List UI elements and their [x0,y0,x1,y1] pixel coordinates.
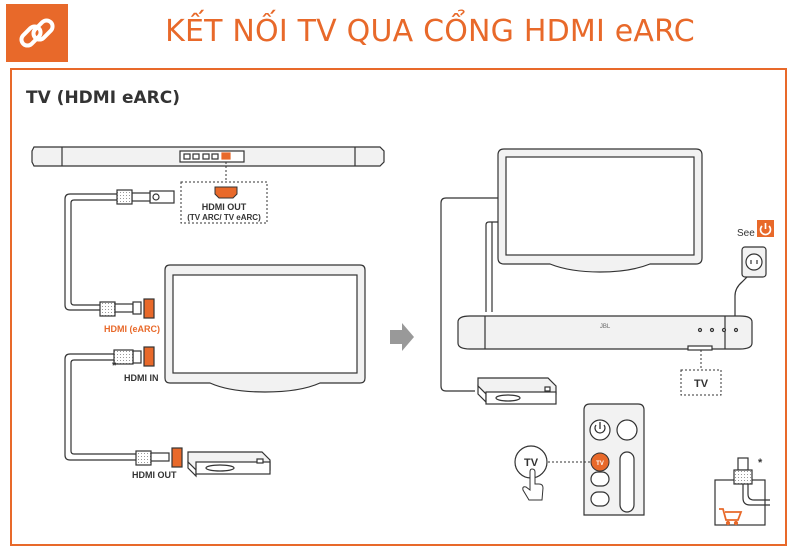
remote-control [583,403,645,516]
hdmi-cable-in [64,346,183,468]
remote-tv-label: TV [524,457,539,469]
asterisk-left: * [112,360,117,372]
remote-tv-key [590,452,610,472]
hdmi-cable-earc [64,189,175,319]
box-out-label: HDMI OUT [132,470,177,480]
remote-key-label: TV [596,461,604,467]
wires-right [440,197,498,392]
power-cord [734,246,767,316]
set-top-box-right [477,377,557,405]
brand-label: JBL [600,324,611,330]
soundbar-tv-label: TV [694,378,709,390]
see-label: See [737,228,755,239]
tv-in-label: HDMI IN [124,373,159,383]
tv-left [164,264,366,393]
power-icon [757,220,774,237]
soundbar-tv-callout [680,350,722,396]
tv-right [497,148,703,273]
soundbar-port-label: HDMI OUT [202,202,247,212]
page-title: KẾT NỐI TV QUA CỔNG HDMI eARC [165,14,695,49]
cart-icon [719,508,743,526]
diagram-subtitle: TV (HDMI eARC) [26,88,180,108]
soundbar-port-sublabel: (TV ARC/ TV eARC) [187,213,261,222]
remote-power-icon [594,424,606,434]
tv-earc-label: HDMI (eARC) [104,324,160,334]
link-icon [6,4,68,62]
set-top-box-left [187,451,271,478]
hand-pointer-icon [522,468,544,501]
diagram-frame [10,68,787,546]
arrow-right-icon [390,323,414,351]
soundbar-right [457,315,753,351]
cable-accessory [714,457,770,526]
port-callout [180,162,268,224]
soundbar-left [31,146,385,167]
hdmi-out-port-icon [214,186,238,199]
cable-asterisk: * [758,457,763,469]
